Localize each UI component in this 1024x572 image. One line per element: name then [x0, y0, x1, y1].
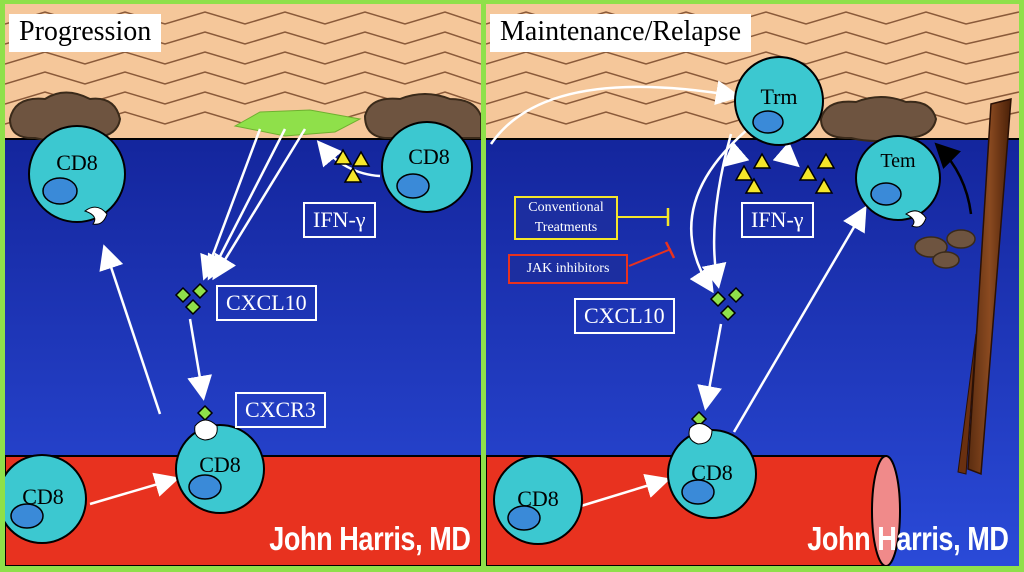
cd8-cell-vessel-left — [5, 454, 87, 544]
panel-title: Maintenance/Relapse — [490, 14, 752, 52]
progression-illustration — [5, 4, 481, 566]
panel-title: Progression — [9, 14, 162, 52]
cxcl10-molecules — [690, 286, 745, 428]
ifn-gamma-label: IFN-γ — [303, 202, 376, 238]
cd8-label: CD8 — [22, 484, 64, 509]
cd8-cell-vessel-left — [493, 455, 583, 545]
stressed-melanocyte — [233, 109, 362, 137]
melanocyte-cluster — [914, 229, 976, 269]
cd8-cell-mid — [667, 423, 757, 519]
jak-inhibitors-box: JAK inhibitors — [508, 254, 628, 284]
melanocyte — [819, 96, 938, 142]
hair-follicle — [957, 98, 1012, 476]
maintenance-relapse-panel: Maintenance/Relapse Trm Tem CD8 CD8 IFN-… — [486, 4, 1019, 566]
trm-label: Trm — [760, 84, 798, 109]
cd8-label: CD8 — [691, 460, 733, 485]
cd8-cell-mid — [175, 419, 265, 514]
cxcl10-molecules — [174, 282, 214, 422]
cxcl10-label: CXCL10 — [574, 298, 675, 334]
cd8-cell-skin — [28, 125, 126, 225]
author-signature: John Harris, MD — [807, 520, 1010, 557]
ifn-gamma-label: IFN-γ — [741, 202, 814, 238]
ifn-gamma-molecules — [734, 152, 836, 194]
melanocyte — [363, 93, 481, 139]
progression-panel: Progression CD8 CD8 CD8 CD8 IFN-γ CXCL10… — [5, 4, 481, 566]
migration-arrows — [89, 128, 381, 506]
author-signature: John Harris, MD — [269, 520, 472, 557]
maintenance-illustration — [486, 4, 1019, 566]
ifn-gamma-molecules — [333, 148, 371, 183]
cd8-label: CD8 — [199, 452, 241, 477]
cd8-cell-right — [381, 121, 473, 213]
tem-cell — [855, 135, 941, 228]
cxcl10-label: CXCL10 — [216, 285, 317, 321]
cd8-label: CD8 — [408, 144, 450, 169]
migration-arrows — [489, 80, 867, 508]
cd8-label: CD8 — [56, 150, 98, 175]
trm-cell — [734, 56, 824, 146]
cxcr3-label: CXCR3 — [235, 392, 326, 428]
tem-label: Tem — [880, 150, 916, 172]
conventional-treatments-box: Conventional Treatments — [514, 196, 618, 240]
jak-inhibition — [628, 248, 672, 267]
cd8-label: CD8 — [517, 486, 559, 511]
